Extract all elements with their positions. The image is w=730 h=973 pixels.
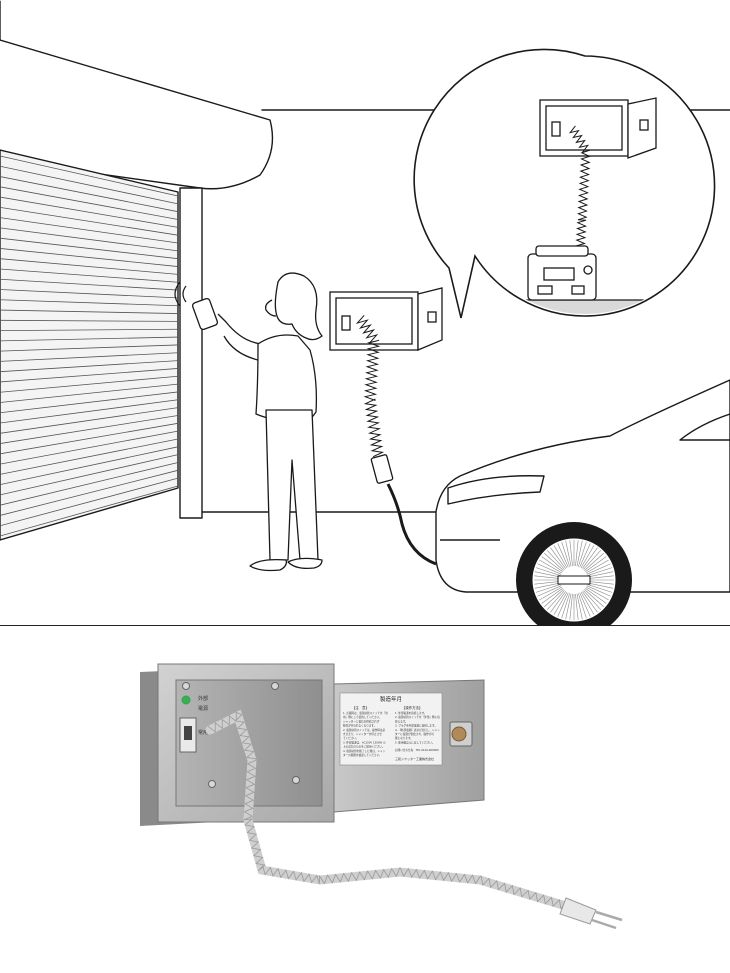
cord-plug — [370, 454, 394, 484]
label-right-line: 1. 外部電源を接続します。 — [395, 711, 427, 715]
shutter — [0, 149, 179, 541]
label-left-line: ターの開閉を確認してください。 — [343, 753, 382, 757]
door-lock-icon — [449, 721, 473, 747]
pillar — [179, 187, 203, 519]
label-left-line: 上の出力のものをご使用ください。 — [343, 745, 385, 749]
instruction-label: 製造年月 【注 意】 【操作方法】 1. 点検時は、電源切替スイッチを「常用」側… — [339, 692, 443, 766]
label-right-line: 2. 電源切替スイッチを「外部」側に切 — [395, 715, 440, 719]
shutter-slats — [0, 155, 179, 537]
label-left-line: シャッターに電気が供給されず — [343, 719, 380, 723]
power-plug-icon — [559, 897, 623, 930]
car-cable — [386, 483, 437, 566]
label-left-line: ず止まり、シャッターを停止させ — [343, 732, 382, 736]
label-title: 製造年月 — [380, 695, 402, 703]
floor-shadow — [457, 300, 713, 314]
product-photo: 外部 電源 常用 製造年月 【注 意】 【操作方法】 1. 点検時は、電源切替ス… — [140, 663, 623, 930]
bubble-coiled-cord — [568, 125, 591, 253]
switch-label-normal: 常用 — [198, 729, 208, 736]
label-right-line: 替えます。 — [395, 719, 408, 723]
detail-bubble — [413, 48, 716, 319]
garage-illustration — [0, 0, 730, 626]
product-coil-ridges — [207, 711, 568, 910]
screw-icon — [182, 682, 300, 788]
label-left-line: 動作が行われなくなります。 — [343, 724, 376, 728]
switch-label-power: 電源 — [198, 705, 208, 712]
signal-waves-icon — [174, 281, 187, 307]
label-left-line: 2. 電源切替スイッチは、操作時は必 — [343, 728, 386, 732]
remote-control-icon — [191, 297, 219, 331]
label-right-line: 4. 【外部電源】表示が点灯し、シャッ — [395, 728, 440, 732]
person — [191, 272, 323, 572]
label-left-text: 1. 点検時は、電源切替スイッチを「常用」側にして使用してください。シャッターに… — [343, 711, 388, 757]
label-right-line: 能になります。 — [395, 736, 413, 740]
label-left-line: 3. 外部電源は、AC100V 1500W 以 — [343, 740, 386, 744]
bubble-wall-box — [539, 97, 657, 159]
switch-labels: 外部 電源 常用 — [198, 695, 208, 736]
coiled-cord — [355, 314, 385, 458]
car-wheel — [516, 522, 632, 626]
lintel — [0, 39, 274, 190]
switch-label-external: 外部 — [198, 695, 208, 702]
label-left-heading: 【注 意】 — [352, 705, 369, 710]
label-contact: お問い合わせ先 TEL 0120-000000 — [395, 748, 439, 752]
wall-power-box — [329, 287, 443, 351]
portable-generator — [527, 245, 597, 301]
label-right-heading: 【操作方法】 — [402, 705, 422, 710]
label-maker: 三和シヤッター工業株式会社 — [395, 756, 434, 761]
label-right-text: 1. 外部電源を接続します。2. 電源切替スイッチを「外部」側に切替えます。3.… — [395, 711, 440, 744]
label-left-line: てください。 — [343, 736, 359, 740]
label-right-line: 5. 使用後は元に戻してください。 — [395, 740, 434, 744]
power-indicator-icon — [181, 695, 191, 705]
label-right-line: ターに電源が供給され、操作が可 — [395, 732, 434, 736]
switch-toggle-icon — [184, 726, 192, 740]
label-left-line: 1. 点検時は、電源切替スイッチを「常 — [343, 711, 388, 715]
label-left-line: 4. 電源切替を終了した後は、シャッ — [343, 749, 386, 753]
label-right-line: 3. プラグを外部電源に接続します。 — [395, 724, 437, 728]
label-left-line: 用」側にして使用してください。 — [343, 715, 382, 719]
illustration-frame — [0, 625, 730, 626]
product-coiled-cord — [205, 709, 571, 911]
